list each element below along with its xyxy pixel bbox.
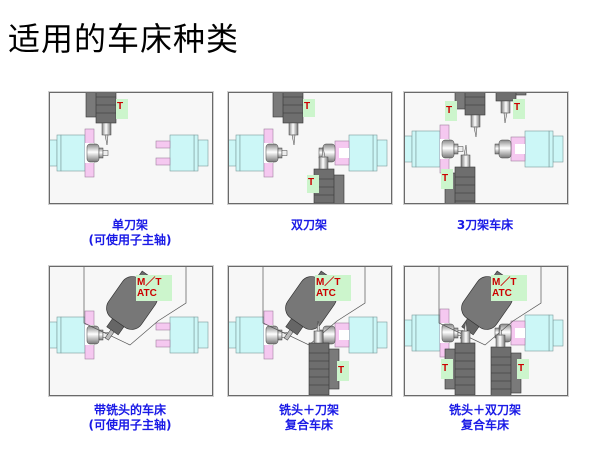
caption-single-turret-1: 单刀架 <box>111 218 148 232</box>
caption-mill-head-1: 带铣头的车床 <box>93 403 166 417</box>
mill-label-bottom: ATC <box>492 288 512 299</box>
turret-label-bg <box>441 169 453 189</box>
caption-single-turret-2: (可使用子主轴) <box>88 233 172 247</box>
turret-label: T <box>338 365 344 376</box>
panel-mill-head-double-turret: M／T ATC T T <box>404 266 568 396</box>
main-spindle <box>229 128 288 178</box>
sub-spindle <box>155 134 209 172</box>
panel-triple-turret: T T T <box>404 92 568 204</box>
main-spindle <box>405 124 464 174</box>
upper-turret <box>272 93 304 146</box>
turret-label: T <box>117 101 123 112</box>
turret-label-bg <box>441 359 453 379</box>
diagram-single-turret: T <box>50 93 209 178</box>
turret-label-bg <box>303 99 315 117</box>
sub-spindle <box>318 134 388 172</box>
turret-label-bg <box>513 99 525 119</box>
diagram-triple-turret: T T T <box>405 93 564 203</box>
main-spindle <box>229 310 288 360</box>
panel-double-turret: T T <box>228 92 392 204</box>
turret-label-lower: T <box>442 173 448 184</box>
turret-label-upper-right: T <box>514 102 520 113</box>
panel-mill-head-turret: M／T ATC T <box>228 266 392 396</box>
diagram-mill-head: M／T ATC <box>50 267 209 360</box>
mill-label-bottom: ATC <box>316 288 336 299</box>
mill-label-bg <box>136 275 172 301</box>
mill-label-bottom: ATC <box>137 288 157 299</box>
panel-single-turret: T <box>49 92 213 204</box>
sub-spindle <box>155 316 209 354</box>
mill-label-top: M／T <box>492 275 516 288</box>
caption-mill-head-2: (可使用子主轴) <box>88 418 172 432</box>
mill-label-bg <box>491 275 527 301</box>
panel-mill-head: M／T ATC <box>49 266 213 396</box>
caption-double-turret-1: 双刀架 <box>290 218 327 232</box>
mill-label-bg <box>315 275 351 301</box>
mill-label-top: M／T <box>316 275 340 288</box>
turret-label-bg <box>517 359 529 379</box>
turret-label-upper-left: T <box>446 105 452 116</box>
turret-label-bg <box>116 99 128 119</box>
turret-label-bg <box>307 175 319 193</box>
diagram-double-turret: T T <box>229 93 388 203</box>
caption-mill-head-turret-2: 复合车床 <box>284 418 333 432</box>
sub-spindle <box>494 130 564 168</box>
turret-label-left: T <box>442 363 448 374</box>
turret-label-lower: T <box>308 177 314 188</box>
main-spindle <box>50 310 109 360</box>
caption-mill-head-double-turret-2: 复合车床 <box>460 418 509 432</box>
turret-label-bg <box>337 361 349 381</box>
mill-label-top: M／T <box>137 275 161 288</box>
diagram-mill-head-double-turret: M／T ATC T T <box>405 267 564 395</box>
caption-mill-head-double-turret-1: 铣头＋双刀架 <box>448 403 521 417</box>
turret-label-bg <box>445 101 457 121</box>
turret-label-upper: T <box>304 101 310 112</box>
main-spindle <box>50 128 109 178</box>
caption-mill-head-turret-1: 铣头＋刀架 <box>278 403 339 417</box>
page-title: 适用的车床种类 <box>8 20 240 58</box>
caption-triple-turret-1: 3刀架车床 <box>456 218 514 232</box>
turret-label-right: T <box>518 363 524 374</box>
upper-left-turret <box>454 93 486 138</box>
diagram-mill-head-turret: M／T ATC T <box>229 267 388 395</box>
